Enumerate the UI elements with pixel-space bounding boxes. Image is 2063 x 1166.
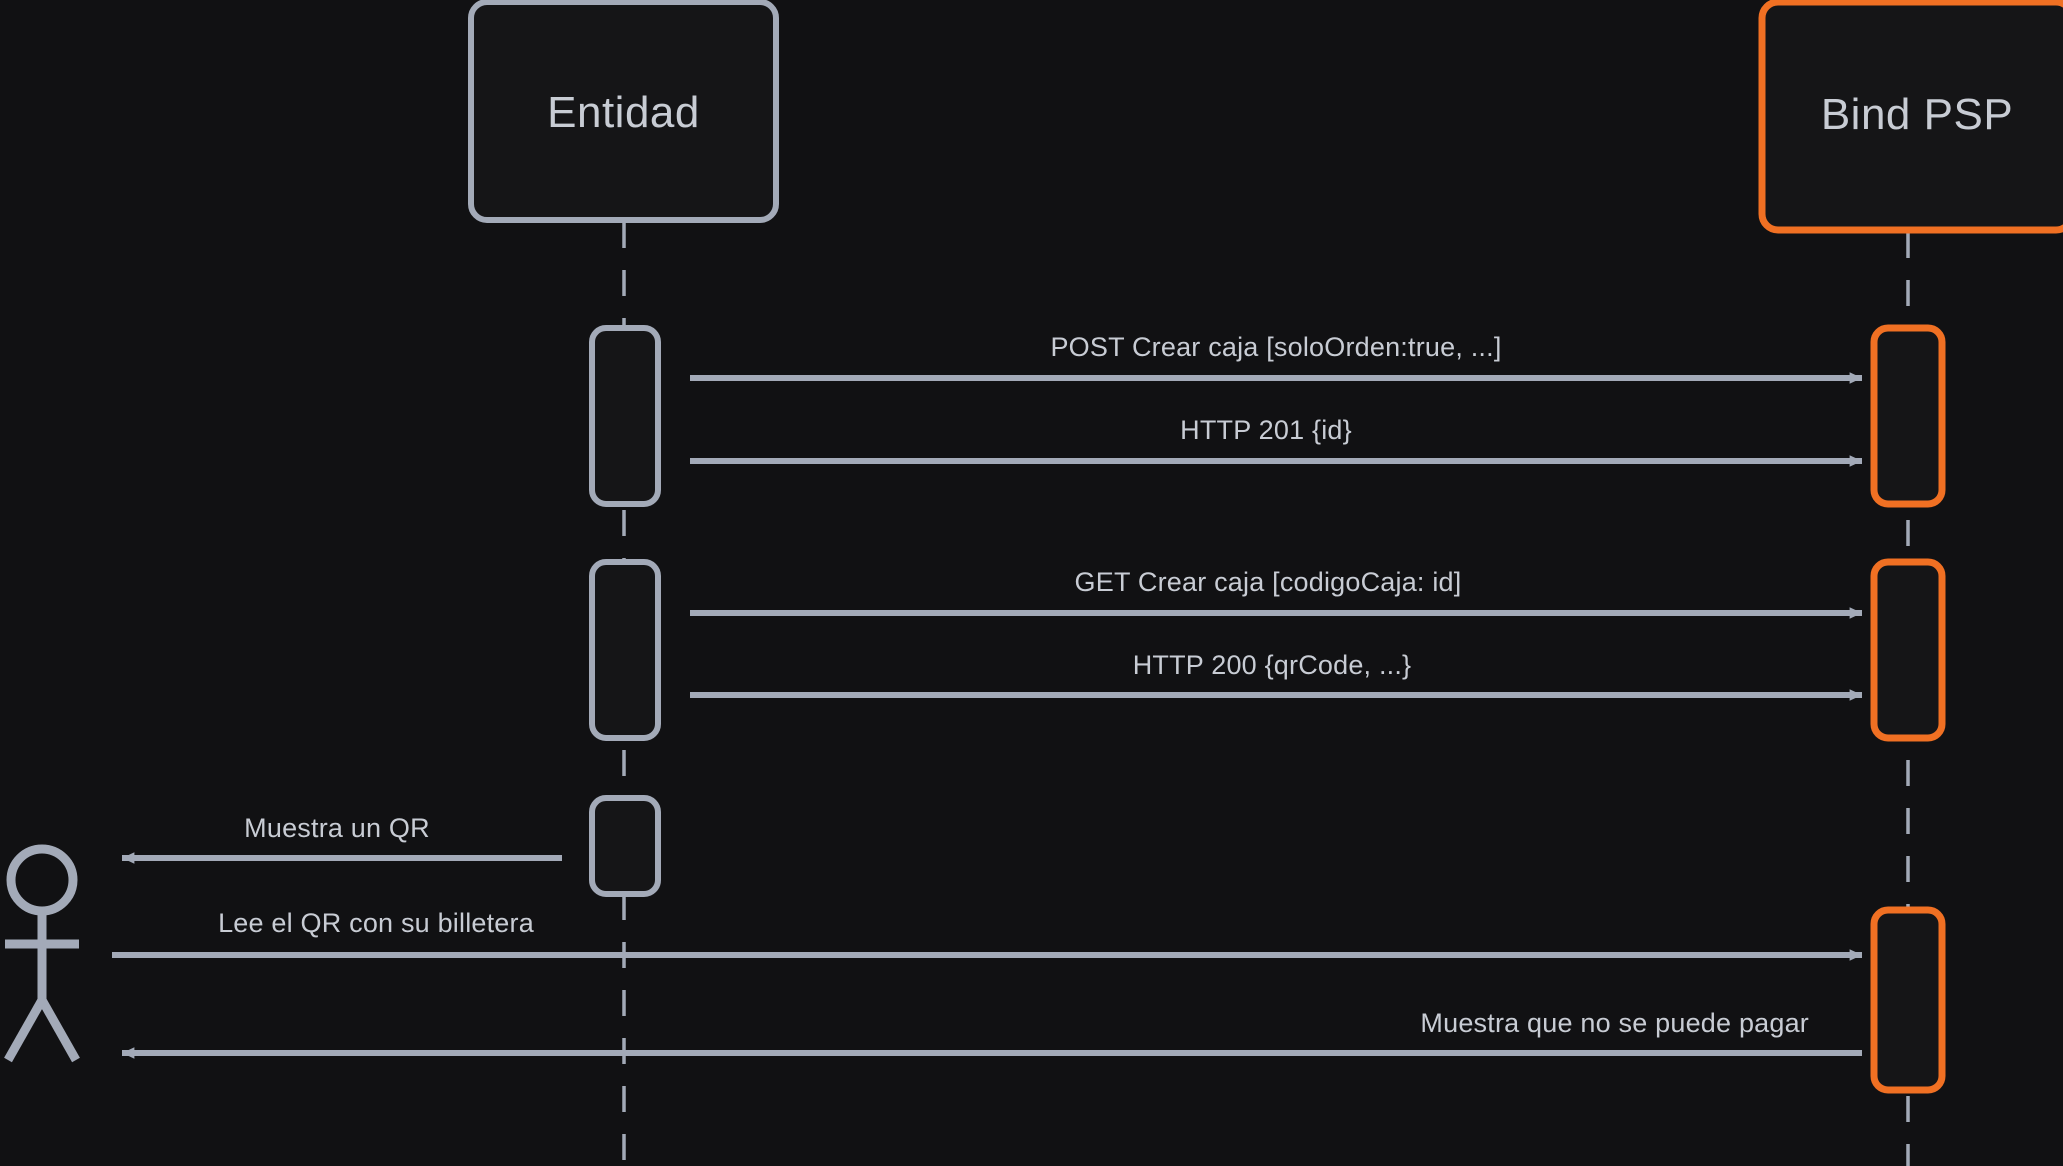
activation-entidad-3: [589, 795, 661, 897]
activation-bind-psp-2: [1870, 558, 1946, 742]
activation-bind-psp-1: [1870, 324, 1946, 508]
actor-stick-figure-icon[interactable]: [4, 844, 80, 1063]
activation-entidad-2: [589, 559, 661, 741]
participant-box-entidad[interactable]: [468, 0, 779, 223]
activation-bind-psp-3: [1870, 906, 1946, 1094]
activation-entidad-1: [589, 325, 661, 507]
participant-box-bind-psp[interactable]: [1758, 0, 2063, 234]
